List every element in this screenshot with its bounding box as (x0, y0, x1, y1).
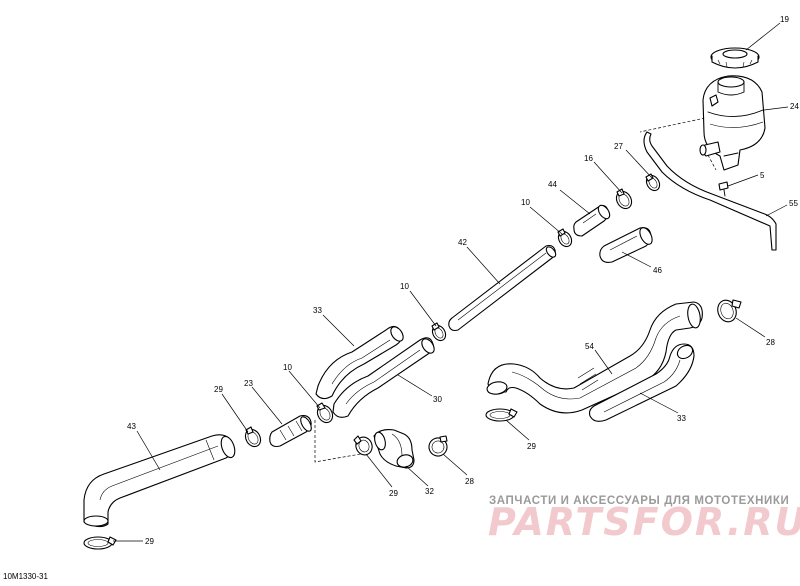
callout-10-b: 10 (400, 282, 409, 291)
callout-46: 46 (653, 266, 662, 275)
part-42-long-pipe (448, 244, 557, 332)
callout-30: 30 (433, 395, 442, 404)
callout-27: 27 (614, 142, 623, 151)
callout-10-c: 10 (283, 363, 292, 372)
part-16-clamp (615, 188, 633, 210)
callout-16: 16 (584, 154, 593, 163)
part-27-clamp (645, 173, 661, 192)
part-54-return-hose (486, 301, 703, 414)
part-29-clamp-b (83, 536, 117, 550)
alignment-dash-lines (314, 117, 717, 463)
callout-28-b: 28 (766, 338, 775, 347)
callout-32: 32 (425, 487, 434, 496)
watermark-logo: PARTSFOR.RU (488, 500, 800, 544)
callout-29-a: 29 (214, 385, 223, 394)
part-30-curved-hose (332, 337, 435, 418)
part-43-radiator-hose (83, 434, 236, 528)
callout-24: 24 (790, 102, 799, 111)
callout-5: 5 (760, 171, 765, 180)
part-46-sleeve (599, 227, 653, 263)
callout-29-d: 29 (527, 442, 536, 451)
callout-10-a: 10 (521, 198, 530, 207)
callout-33-lower: 33 (677, 414, 686, 423)
callout-29-b: 29 (145, 537, 154, 546)
part-55-overflow-hose (643, 131, 777, 251)
callout-labels: 19 24 5 55 27 16 44 10 46 42 10 33 10 30… (127, 15, 799, 546)
callout-44: 44 (548, 180, 557, 189)
part-33-curved-hose-lower (588, 343, 695, 422)
part-10-clamp-b (431, 322, 447, 342)
callout-54: 54 (585, 342, 594, 351)
part-29-clamp-c (353, 435, 373, 456)
part-29-clamp-d (485, 408, 518, 422)
callout-29-c: 29 (389, 489, 398, 498)
watermark-tagline: ЗАПЧАСТИ И АКСЕССУАРЫ ДЛЯ МОТОТЕХНИКИ (489, 495, 790, 507)
part-5-screw (718, 181, 729, 197)
part-10-clamp-c (316, 402, 334, 424)
part-44-short-hose (573, 204, 611, 237)
callout-42: 42 (458, 238, 467, 247)
callout-55: 55 (789, 199, 798, 208)
callout-43: 43 (127, 422, 136, 431)
part-10-clamp-a (557, 228, 573, 248)
leader-lines (113, 22, 789, 542)
part-32-elbow (373, 429, 415, 469)
callout-28-a: 28 (465, 477, 474, 486)
callout-33-upper: 33 (313, 306, 322, 315)
part-29-clamp-a (244, 426, 262, 448)
part-28-clamp-a (428, 435, 448, 457)
part-28-clamp-b (717, 299, 742, 323)
part-24-coolant-tank (699, 75, 766, 171)
callout-23: 23 (244, 379, 253, 388)
part-33-curved-hose-upper (315, 325, 404, 400)
callout-19: 19 (780, 15, 789, 24)
part-19-cap (710, 47, 760, 69)
figure-reference-code: 10M1330-31 (3, 572, 48, 581)
part-23-connector (269, 415, 312, 448)
